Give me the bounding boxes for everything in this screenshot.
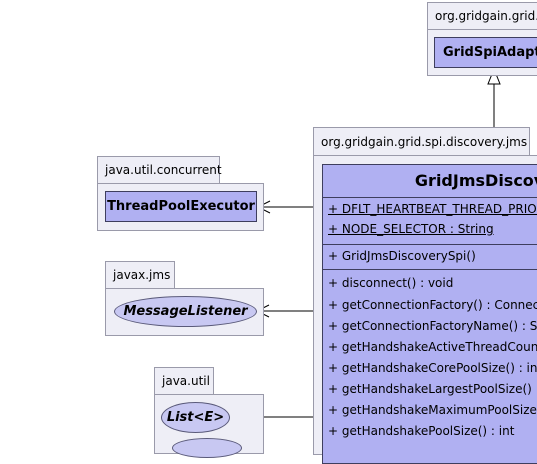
package-tab-discovery: org.gridgain.grid.spi.discovery.jms bbox=[313, 127, 530, 155]
title-divider bbox=[323, 197, 537, 198]
interface-list[interactable]: List<E> bbox=[161, 402, 230, 433]
interface-name-list: List<E> bbox=[166, 410, 225, 425]
class-grid-spi-adapter[interactable]: GridSpiAdapte bbox=[434, 37, 537, 68]
method-get-handshake-maximum-pool-size: + getHandshakeMaximumPoolSize() bbox=[328, 403, 537, 417]
interface-message-listener[interactable]: MessageListener bbox=[114, 296, 257, 327]
class-title: GridJmsDiscove bbox=[414, 171, 537, 190]
interface-name-listener: MessageListener bbox=[123, 304, 248, 319]
package-name-top: org.gridgain.grid.s bbox=[435, 9, 537, 23]
package-tab-util: java.util bbox=[154, 367, 214, 394]
package-name-discovery: org.gridgain.grid.spi.discovery.jms bbox=[321, 135, 528, 149]
method-get-connection-factory-name: + getConnectionFactoryName() : Strin bbox=[328, 319, 537, 333]
class-name-executor: ThreadPoolExecutor bbox=[107, 199, 255, 214]
constructor-grid-jms-discovery-spi: + GridJmsDiscoverySpi() bbox=[328, 249, 476, 263]
interface-partial[interactable] bbox=[172, 438, 242, 458]
constructors-divider bbox=[323, 269, 537, 270]
package-name-jms: javax.jms bbox=[113, 268, 171, 282]
field-heartbeat-thread-priority: + DFLT_HEARTBEAT_THREAD_PRIOR bbox=[328, 202, 537, 216]
package-tab-top: org.gridgain.grid.s bbox=[427, 2, 537, 29]
method-get-handshake-core-pool-size: + getHandshakeCorePoolSize() : int bbox=[328, 361, 537, 375]
generalization-arrowhead bbox=[487, 67, 501, 85]
field-node-selector: + NODE_SELECTOR : String bbox=[328, 222, 494, 236]
method-get-handshake-largest-pool-size: + getHandshakeLargestPoolSize() : in bbox=[328, 382, 537, 396]
package-tab-jms: javax.jms bbox=[105, 261, 175, 288]
fields-divider bbox=[323, 244, 537, 245]
package-name-concurrent: java.util.concurrent bbox=[105, 163, 222, 177]
method-get-handshake-active-thread-count: + getHandshakeActiveThreadCount() bbox=[328, 340, 537, 354]
method-get-handshake-pool-size: + getHandshakePoolSize() : int bbox=[328, 424, 515, 438]
method-disconnect: + disconnect() : void bbox=[328, 276, 454, 290]
class-thread-pool-executor[interactable]: ThreadPoolExecutor bbox=[105, 191, 257, 222]
package-tab-concurrent: java.util.concurrent bbox=[97, 156, 222, 183]
method-get-connection-factory: + getConnectionFactory() : Connectio bbox=[328, 298, 537, 312]
class-name-adapter: GridSpiAdapte bbox=[443, 45, 537, 60]
package-name-util: java.util bbox=[162, 374, 210, 388]
class-grid-jms-discovery-spi[interactable]: GridJmsDiscove + DFLT_HEARTBEAT_THREAD_P… bbox=[322, 164, 537, 464]
